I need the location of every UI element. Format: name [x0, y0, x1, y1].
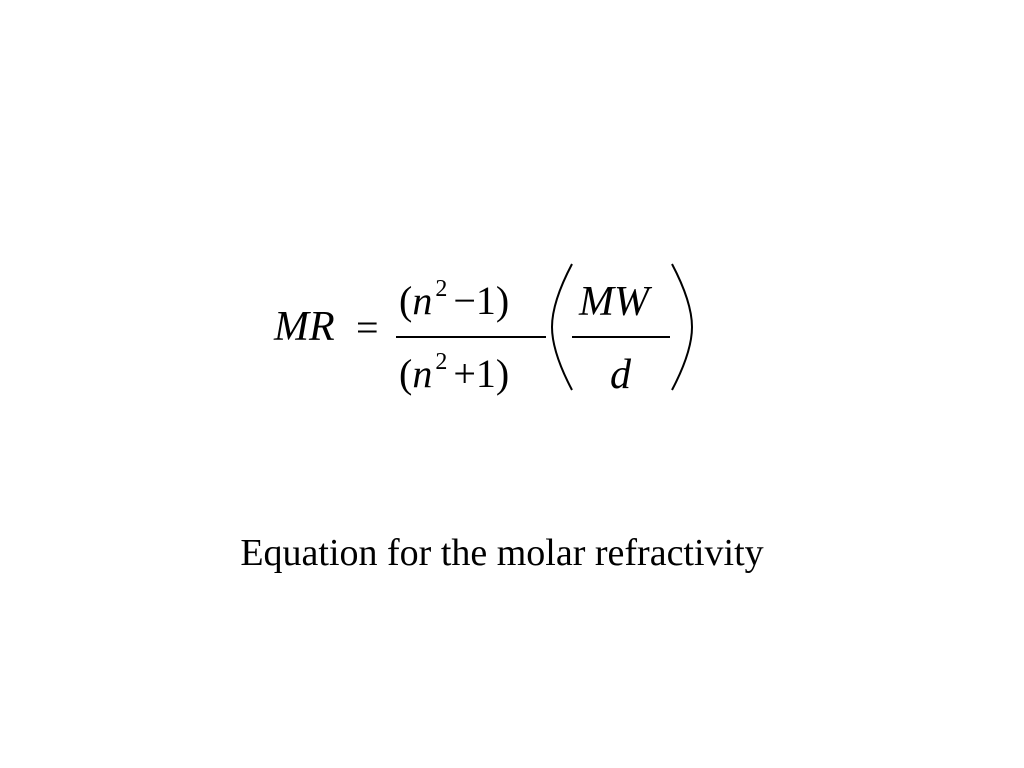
denominator-open-paren: (	[399, 351, 413, 396]
denominator-constant: 1	[475, 351, 496, 396]
factor-fraction-bar	[572, 336, 670, 338]
equals-sign: =	[356, 305, 379, 350]
denominator-exponent: 2	[435, 349, 448, 375]
fraction-bar	[396, 336, 546, 338]
numerator-exponent: 2	[435, 276, 448, 302]
factor-numerator: MW	[579, 279, 649, 325]
numerator-operator: −	[453, 278, 476, 323]
denominator-variable: n	[412, 351, 433, 396]
numerator-variable: n	[412, 278, 433, 323]
equation-caption: Equation for the molar refractivity	[240, 532, 764, 574]
numerator-constant: 1	[475, 278, 496, 323]
factor-denominator: d	[610, 352, 631, 398]
large-left-parenthesis	[550, 263, 573, 391]
denominator-operator: +	[453, 351, 476, 396]
numerator-open-paren: (	[399, 278, 413, 323]
large-right-parenthesis	[671, 263, 694, 391]
equation-lhs: MR	[274, 304, 335, 350]
numerator-close-paren: )	[495, 278, 510, 323]
denominator-close-paren: )	[495, 351, 510, 396]
